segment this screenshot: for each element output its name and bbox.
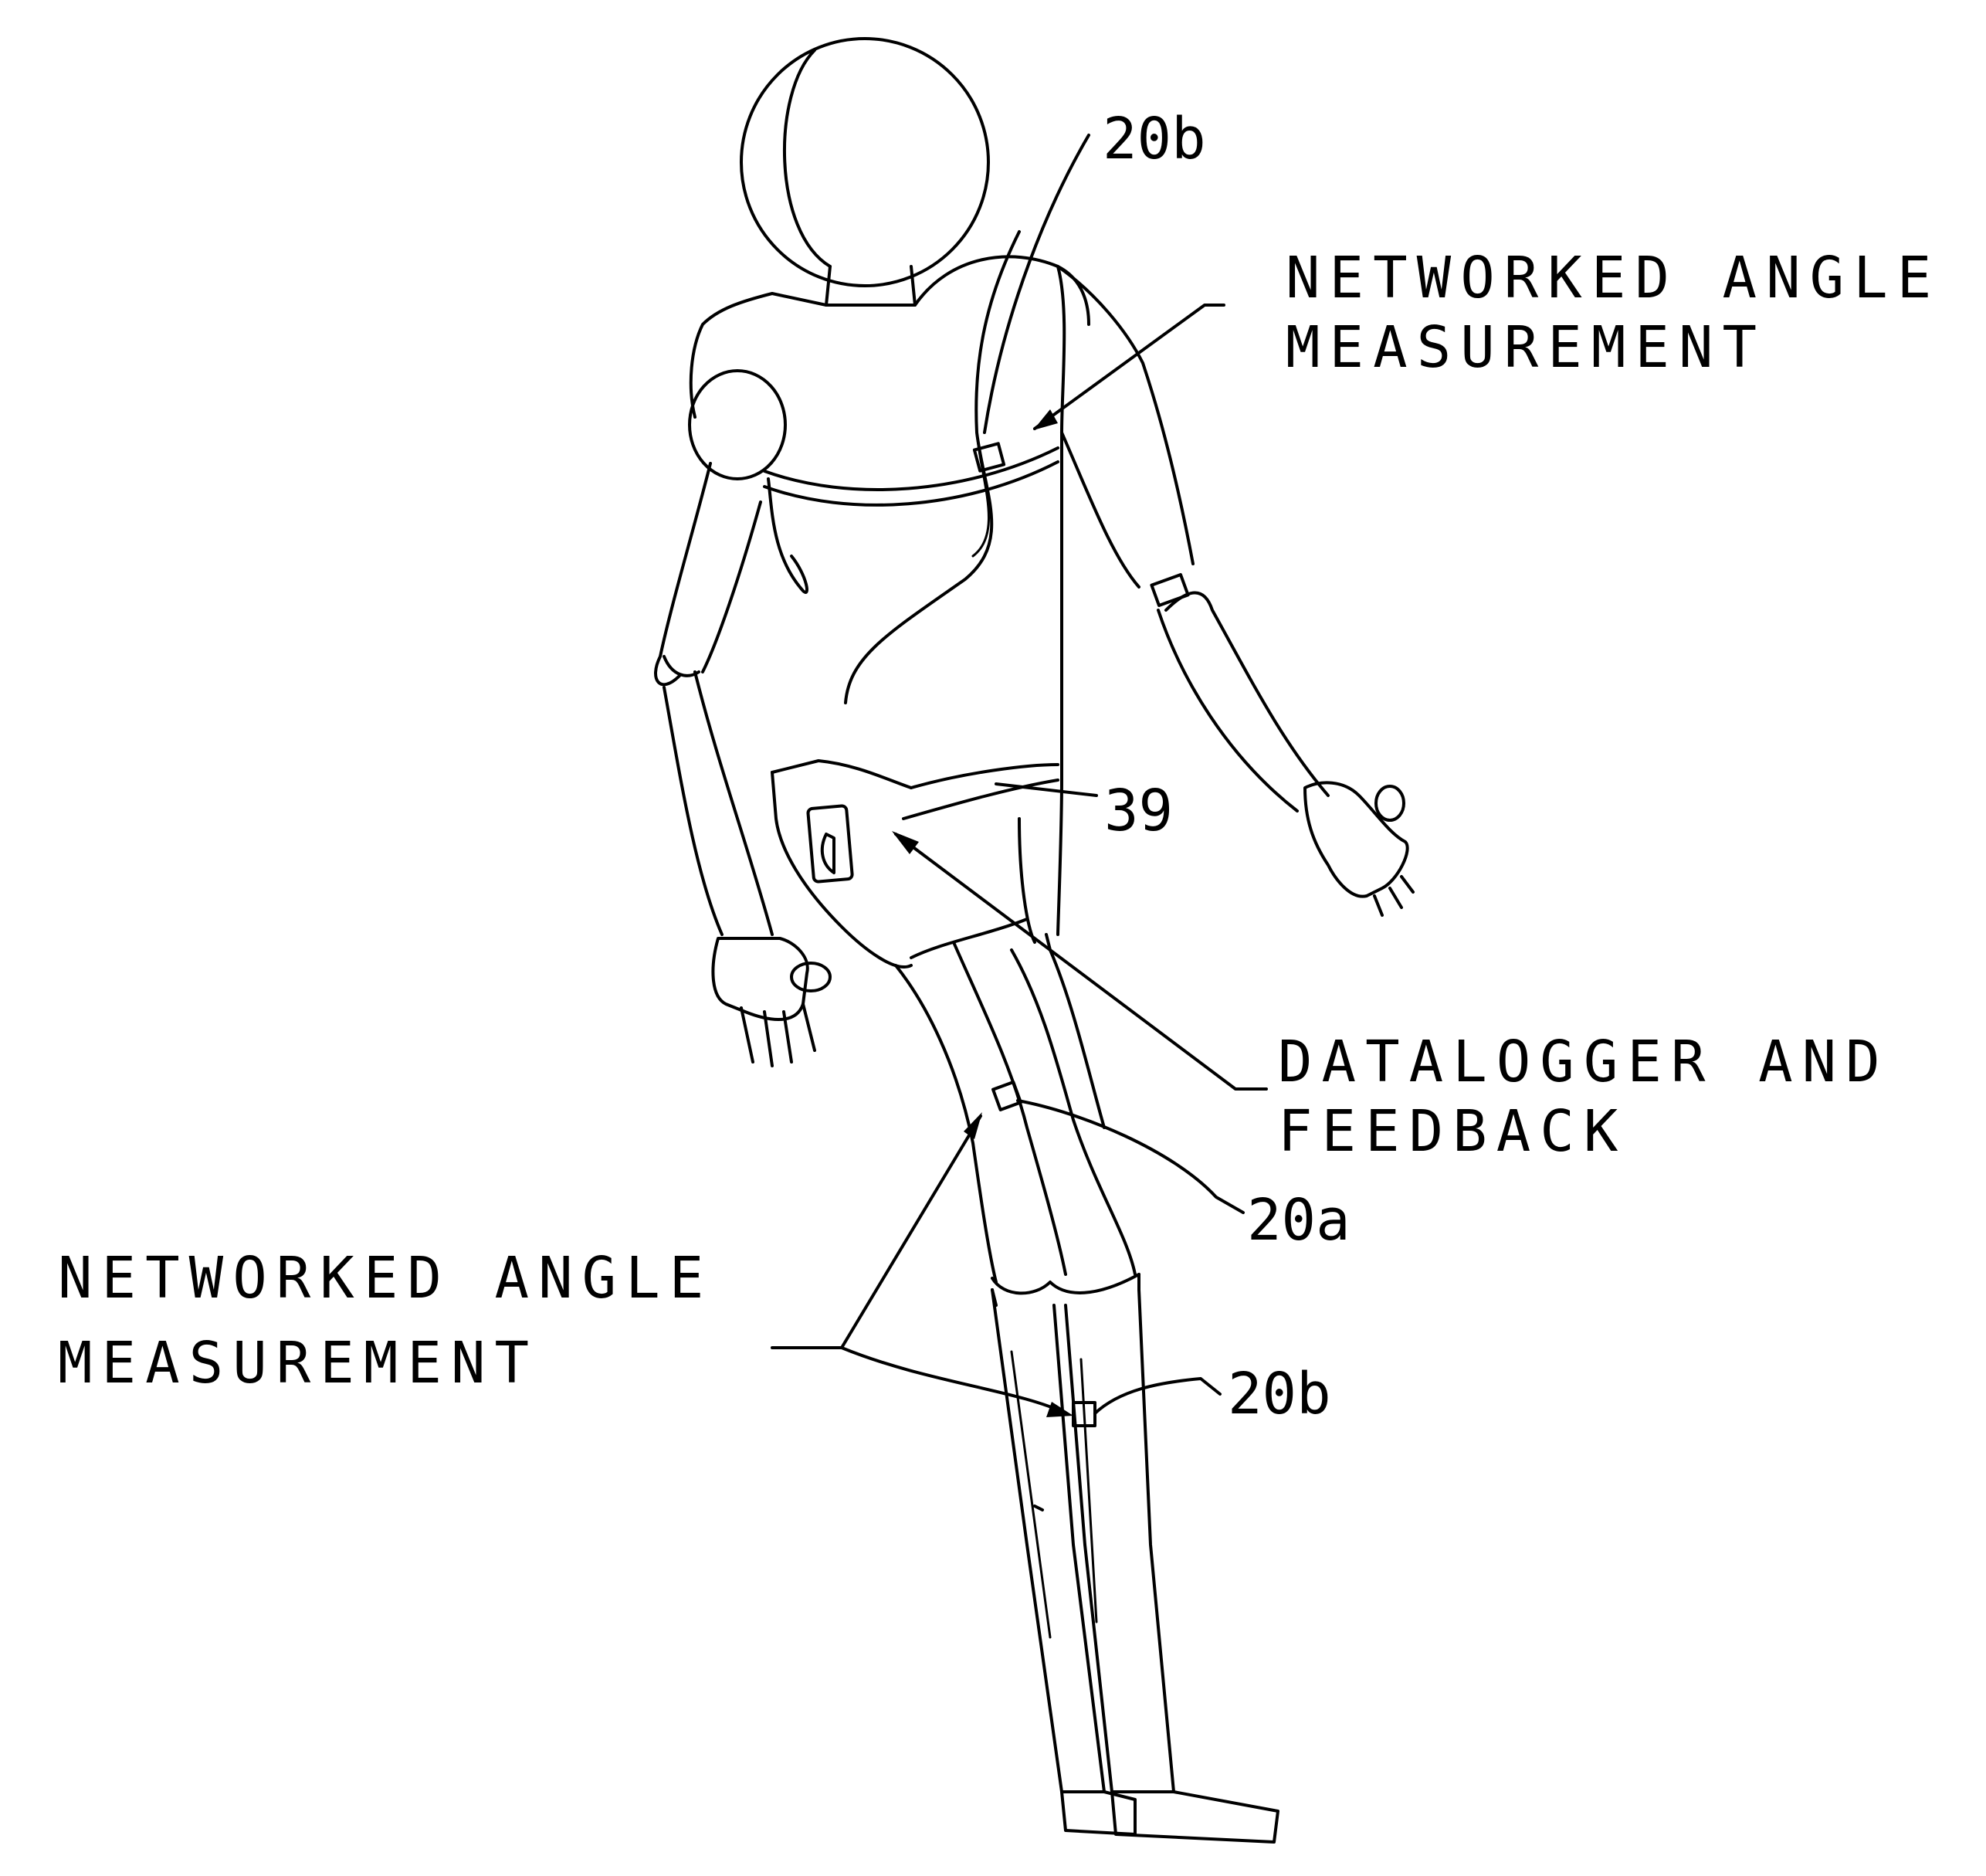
angle-sensor-chest <box>972 442 1006 473</box>
label-networked-top-2: MEASUREMENT <box>1286 314 1766 381</box>
leader-lines <box>771 134 1245 1417</box>
angle-sensor-elbow <box>1150 573 1190 607</box>
torso <box>689 230 1090 936</box>
datalogger-belt <box>771 759 1268 1091</box>
legs <box>894 817 1279 1844</box>
label-networked-bottom-1: NETWORKED ANGLE <box>58 1245 713 1311</box>
label-datalogger-1: DATALOGGER AND <box>1278 1029 1889 1095</box>
arrow-head-networked-top <box>1033 409 1058 430</box>
label-networked-top-1: NETWORKED ANGLE <box>1286 245 1940 311</box>
label-networked-bottom-2: MEASUREMENT <box>58 1330 538 1396</box>
arrow-head-networked-bottom-1 <box>964 1112 982 1139</box>
ref-20a: 20a <box>1247 1187 1351 1253</box>
ref-20b-bottom: 20b <box>1228 1361 1331 1427</box>
left-arm <box>654 369 832 1067</box>
label-datalogger-2: FEEDBACK <box>1278 1098 1627 1165</box>
ref-39: 39 <box>1104 778 1173 844</box>
angle-sensor-thigh <box>991 1080 1022 1111</box>
ref-20b-top: 20b <box>1103 106 1206 172</box>
arrow-head-networked-bottom-2 <box>1046 1402 1073 1417</box>
datalogger-unit <box>806 804 854 884</box>
arrow-head-datalogger <box>892 831 919 854</box>
head <box>740 37 990 287</box>
right-arm <box>1056 265 1415 917</box>
